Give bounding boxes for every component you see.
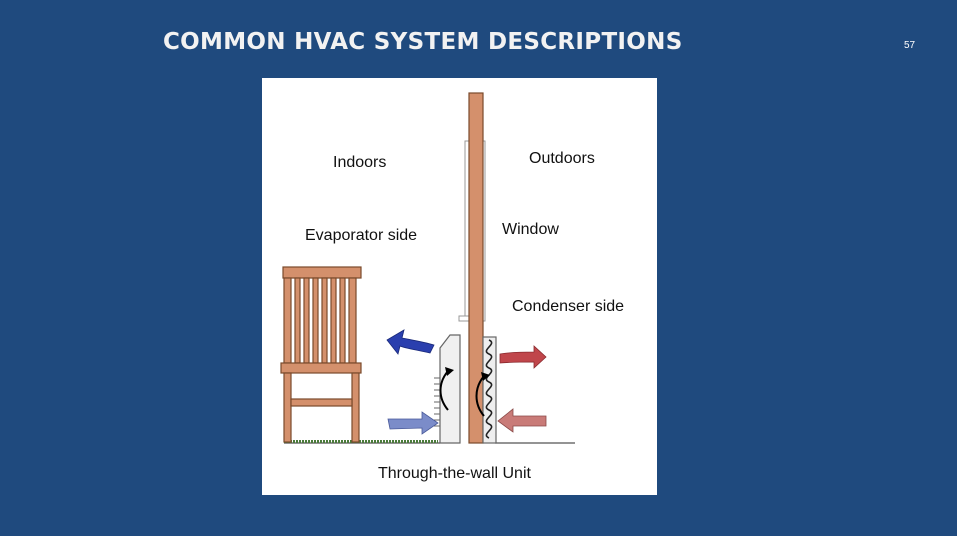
label-evaporator-side: Evaporator side — [305, 227, 418, 244]
condenser-housing — [482, 336, 497, 444]
slide-title: COMMON HVAC SYSTEM DESCRIPTIONS — [163, 29, 683, 55]
evaporator-airflow-curve — [439, 370, 449, 411]
condenser-airflow-curve — [475, 375, 485, 417]
evaporator-grille — [434, 377, 440, 427]
condenser-curve-arrowhead — [481, 372, 490, 381]
label-window: Window — [502, 221, 559, 238]
window-sill — [458, 315, 470, 322]
hvac-diagram: Indoors Outdoors Evaporator side Window … — [262, 78, 657, 495]
label-outdoors: Outdoors — [529, 150, 595, 167]
chair — [280, 266, 362, 443]
evaporator-curve-arrowhead — [445, 367, 454, 376]
outdoor-air-in-arrow — [497, 408, 547, 433]
label-condenser-side: Condenser side — [512, 298, 625, 315]
evaporator-housing — [439, 334, 461, 444]
cool-air-out-arrow — [386, 329, 435, 355]
condenser-coil — [485, 339, 493, 439]
diagram-graphic — [280, 92, 575, 444]
diagram-caption: Through-the-wall Unit — [378, 465, 531, 482]
wall — [468, 92, 484, 444]
return-air-in-arrow — [387, 411, 439, 435]
page-number: 57 — [904, 40, 916, 51]
label-indoors: Indoors — [333, 154, 387, 171]
hot-air-out-arrow — [499, 345, 547, 369]
